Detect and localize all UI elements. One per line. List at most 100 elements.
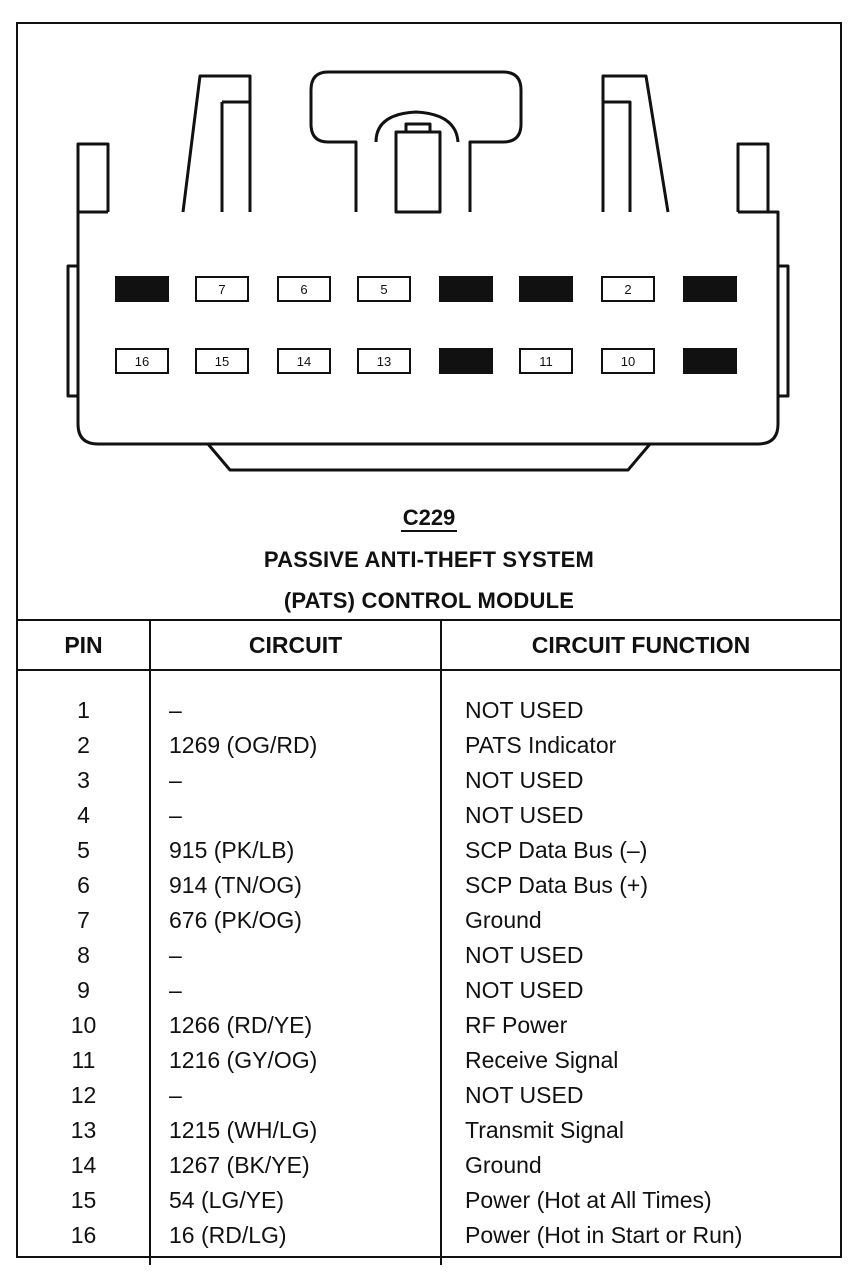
circuit-cell: 914 (TN/OG) (150, 868, 442, 903)
connector-right-bump (778, 264, 790, 398)
table-row: 8–NOT USED (18, 938, 840, 973)
pin-cavity (195, 348, 249, 374)
table-spacer-row (18, 1253, 840, 1265)
function-cell: NOT USED (465, 1082, 584, 1108)
header-circuit-function: CIRCUIT FUNCTION (441, 619, 840, 671)
connector-id: C229 (400, 505, 458, 532)
connector-title-line2: (PATS) CONTROL MODULE (283, 588, 575, 613)
pin-cavity-plugged (683, 276, 737, 302)
pin-number-label: 6 (300, 282, 307, 297)
function-cell: NOT USED (465, 942, 584, 968)
pin-cavity (357, 348, 411, 374)
pin-cavity (601, 348, 655, 374)
pin-cell: 14 (18, 1148, 151, 1183)
function-cell: Power (Hot in Start or Run) (465, 1222, 743, 1248)
pin-cavity-plugged (519, 276, 573, 302)
pin-cell: 9 (18, 973, 151, 1008)
pin-number-label: 11 (539, 354, 553, 369)
function-cell: Ground (465, 1152, 542, 1178)
circuit-cell: 1215 (WH/LG) (150, 1113, 442, 1148)
pin-cavity (277, 348, 331, 374)
connector-locking-tab (309, 70, 523, 212)
pin-number-label: 15 (215, 354, 229, 369)
circuit-cell: 1269 (OG/RD) (150, 728, 442, 763)
pin-cell: 4 (18, 798, 151, 833)
pin-number-label: 7 (218, 282, 225, 297)
connector-body (76, 210, 780, 446)
circuit-cell: – (150, 670, 442, 728)
function-cell: Receive Signal (465, 1047, 619, 1073)
pin-cell: 5 (18, 833, 151, 868)
connector-diagram: 7 6 5 2 16 15 14 13 11 10 C229 PASSIVE ANTI-THEF… (18, 24, 844, 619)
function-cell: NOT USED (465, 697, 584, 723)
circuit-cell: 1267 (BK/YE) (150, 1148, 442, 1183)
circuit-cell: 915 (PK/LB) (150, 833, 442, 868)
function-cell: PATS Indicator (465, 732, 617, 758)
pin-cell: 13 (18, 1113, 151, 1148)
circuit-cell: – (150, 1078, 442, 1113)
pin-number-label: 2 (624, 282, 631, 297)
table-row: 4–NOT USED (18, 798, 840, 833)
table-row: 1–NOT USED (18, 670, 840, 728)
function-cell: Power (Hot at All Times) (465, 1187, 712, 1213)
connector-bottom-flange (206, 443, 652, 472)
pin-number-label: 10 (621, 354, 635, 369)
connector-left-post (76, 142, 110, 212)
pin-cell: 1 (18, 670, 151, 728)
pin-cell: 8 (18, 938, 151, 973)
circuit-cell: – (150, 973, 442, 1008)
pin-cavity-plugged (115, 276, 169, 302)
header-circuit: CIRCUIT (150, 619, 442, 671)
table-row: 9–NOT USED (18, 973, 840, 1008)
pin-cell: 12 (18, 1078, 151, 1113)
pin-number-label: 13 (377, 354, 391, 369)
pin-cavity (115, 348, 169, 374)
circuit-cell: 676 (PK/OG) (150, 903, 442, 938)
pin-cell: 15 (18, 1183, 151, 1218)
pin-cell: 7 (18, 903, 151, 938)
connector-drawing: 7 6 5 2 16 15 14 13 11 10 (66, 70, 790, 472)
function-cell: RF Power (465, 1012, 568, 1038)
pin-cavity (195, 276, 249, 302)
circuit-cell: 54 (LG/YE) (150, 1183, 442, 1218)
connector-left-latch (181, 74, 252, 213)
pin-cavity (277, 276, 331, 302)
function-cell: SCP Data Bus (+) (465, 872, 649, 898)
pin-number-label: 5 (380, 282, 387, 297)
circuit-cell: – (150, 763, 442, 798)
pin-number-label: 14 (297, 354, 311, 369)
pin-cell: 10 (18, 1008, 151, 1043)
header-pin: PIN (18, 619, 151, 671)
function-cell: Ground (465, 907, 542, 933)
pin-table-header: PIN CIRCUIT CIRCUIT FUNCTION (18, 619, 840, 671)
pin-cavity (357, 276, 411, 302)
circuit-cell: 16 (RD/LG) (150, 1218, 442, 1253)
function-cell: SCP Data Bus (–) (465, 837, 648, 863)
pin-number-label: 16 (135, 354, 149, 369)
circuit-cell: 1266 (RD/YE) (150, 1008, 442, 1043)
function-cell: NOT USED (465, 767, 584, 793)
table-row: 3–NOT USED (18, 763, 840, 798)
connector-left-bump (66, 264, 78, 398)
pin-cell: 16 (18, 1218, 151, 1253)
pin-cell: 11 (18, 1043, 151, 1078)
pin-row-bottom: 16 15 14 13 11 10 (115, 348, 737, 374)
circuit-cell: 1216 (GY/OG) (150, 1043, 442, 1078)
function-cell: NOT USED (465, 977, 584, 1003)
table-row: 12–NOT USED (18, 1078, 840, 1113)
pin-cavity-plugged (439, 276, 493, 302)
pin-row-top: 7 6 5 2 (115, 276, 737, 302)
pin-cavity (519, 348, 573, 374)
connector-right-post (736, 142, 770, 212)
circuit-cell: – (150, 798, 442, 833)
connector-titles: C229 PASSIVE ANTI-THEFT SYSTEM (PATS) CO… (18, 504, 840, 620)
